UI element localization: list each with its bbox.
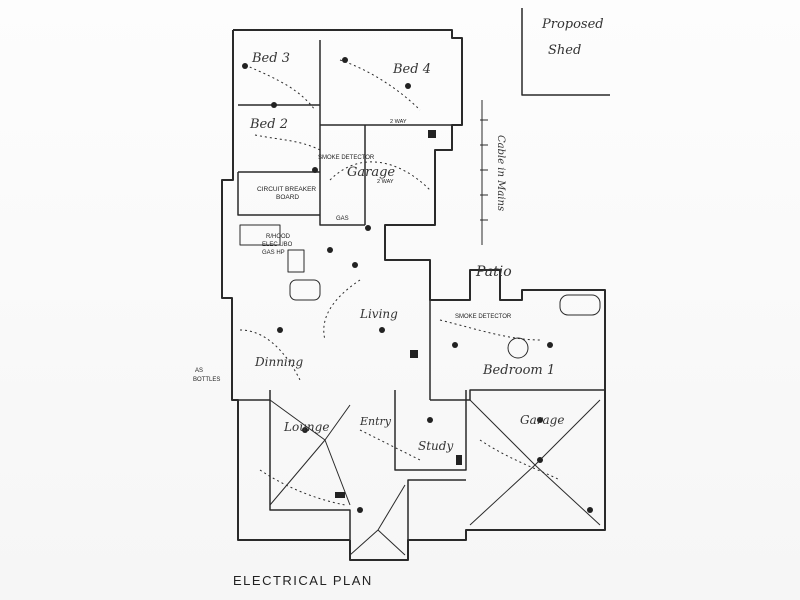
- bottles-label: BOTTLES: [193, 377, 220, 383]
- room-label-bedroom1: Bedroom 1: [482, 363, 555, 378]
- gas-hp-label: GAS HP: [262, 250, 285, 256]
- elec-ubo-label: ELEC UBO: [262, 242, 293, 248]
- room-label-bed4: Bed 4: [392, 62, 431, 77]
- room-label-lounge: Lounge: [283, 420, 329, 434]
- roof-lines: [269, 399, 601, 556]
- board-label: BOARD: [276, 194, 299, 201]
- smoke-detector-label-south: SMOKE DETECTOR: [455, 314, 512, 320]
- room-label-living: Living: [359, 307, 398, 321]
- gas-label: GAS: [336, 216, 349, 222]
- outer-wall-south: [349, 395, 606, 561]
- room-label-garage-north: Garage: [347, 165, 395, 180]
- rhood-label: R/HOOD: [266, 234, 291, 240]
- room-label-garage-south: Garage: [520, 413, 564, 427]
- outer-wall-north-wing: [233, 29, 606, 395]
- room-label-entry: Entry: [359, 415, 392, 428]
- room-label-bed3: Bed 3: [251, 51, 290, 66]
- shed-label-line1: Proposed: [541, 17, 604, 32]
- drawing-title: ELECTRICAL PLAN: [233, 573, 373, 588]
- smoke-detector-label-north: SMOKE DETECTOR: [318, 155, 375, 161]
- shed-label-line2: Shed: [548, 43, 581, 58]
- two-way-label-2: 2 WAY: [377, 179, 394, 185]
- room-label-dining: Dinning: [254, 355, 303, 369]
- circuit-breaker-label: CIRCUIT BREAKER: [257, 186, 316, 193]
- inner-walls: [237, 40, 605, 540]
- room-label-bed2: Bed 2: [249, 117, 288, 132]
- gas-left-label: AS: [195, 368, 203, 374]
- room-label-patio: Patio: [475, 264, 512, 280]
- room-label-study: Study: [418, 439, 453, 453]
- side-note-cable: Cable in Mains: [495, 135, 506, 211]
- proposed-shed-outline: [521, 8, 610, 96]
- two-way-label-1: 2 WAY: [390, 119, 407, 125]
- outer-wall-west: [221, 30, 350, 541]
